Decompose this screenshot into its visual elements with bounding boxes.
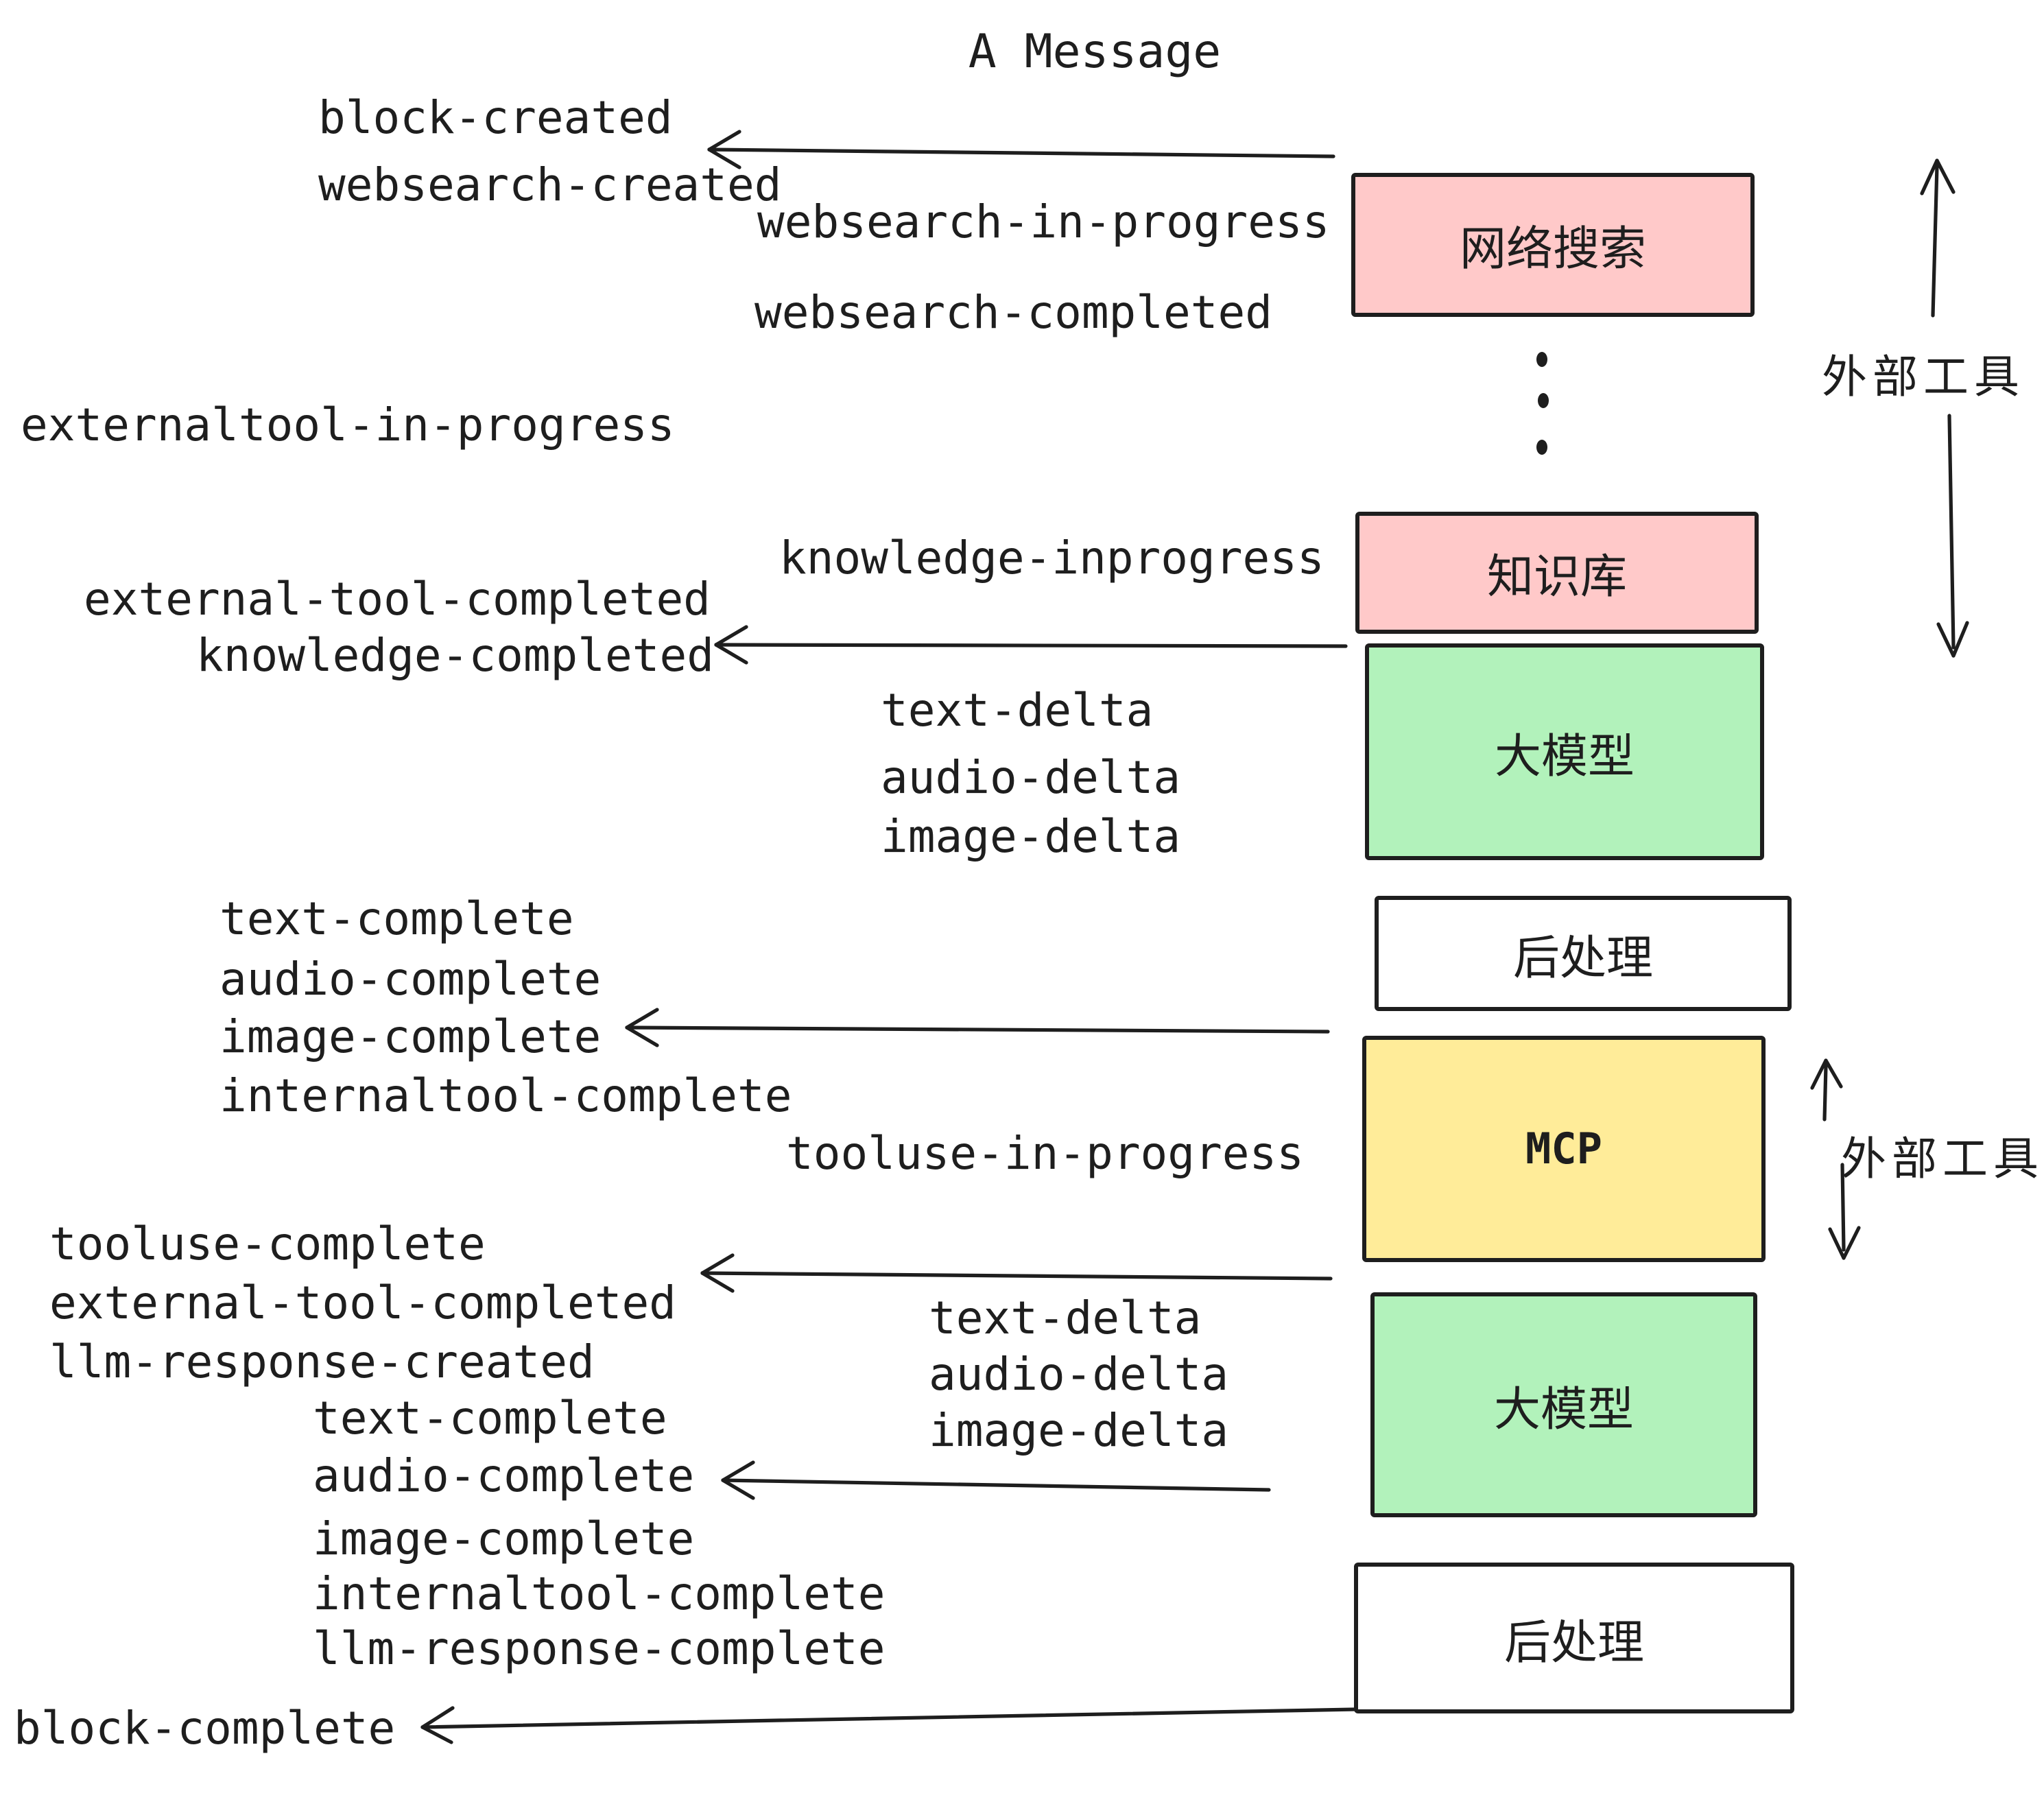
event-label-tooluse-in-progress: tooluse-in-progress — [786, 1126, 1304, 1180]
arrow-audio-complete — [721, 1460, 1271, 1500]
arrow-block-complete — [420, 1706, 1357, 1744]
double-arrow-external-tools-mid-up — [1810, 1058, 1843, 1121]
arrow-knowledge-completed — [714, 625, 1348, 665]
box-llm-2-label: 大模型 — [1494, 1382, 1634, 1437]
arrow-websearch-created — [707, 130, 1335, 169]
ellipsis-dots — [1536, 352, 1549, 455]
box-knowledge-label: 知识库 — [1487, 550, 1627, 605]
box-knowledge: 知识库 — [1355, 512, 1759, 634]
event-label-image-delta-2: image-delta — [929, 1403, 1229, 1457]
box-websearch-label: 网络搜索 — [1460, 222, 1646, 277]
event-label-block-complete: block-complete — [14, 1701, 396, 1755]
box-mcp: MCP — [1362, 1036, 1766, 1262]
event-label-text-complete-2: text-complete — [313, 1391, 667, 1445]
event-label-tooluse-complete: tooluse-complete — [49, 1217, 486, 1270]
box-llm-1-label: 大模型 — [1495, 729, 1635, 784]
arrow-image-complete — [625, 1008, 1330, 1047]
event-label-image-delta: image-delta — [881, 809, 1181, 863]
event-label-websearch-in-progress: websearch-in-progress — [757, 195, 1330, 248]
side-label-external-tools-mid: 外部工具 — [1841, 1132, 2044, 1185]
event-label-text-delta: text-delta — [881, 683, 1154, 737]
event-label-knowledge-inprogress: knowledge-inprogress — [779, 531, 1324, 584]
event-label-external-tool-completed-2: external-tool-completed — [49, 1276, 676, 1329]
event-label-audio-complete-2: audio-complete — [313, 1449, 695, 1502]
box-postprocess-2-label: 后处理 — [1504, 1615, 1644, 1670]
event-label-knowledge-completed: knowledge-completed — [196, 628, 714, 682]
event-label-external-tool-completed: external-tool-completed — [84, 572, 711, 626]
box-postprocess-1: 后处理 — [1375, 896, 1792, 1011]
box-llm-2: 大模型 — [1370, 1292, 1757, 1517]
side-label-external-tools-top: 外部工具 — [1822, 350, 2025, 403]
event-label-image-complete-2: image-complete — [313, 1512, 695, 1565]
diagram-title: A Message — [968, 25, 1222, 80]
event-label-websearch-created: websearch-created — [318, 158, 782, 211]
box-llm-1: 大模型 — [1365, 643, 1764, 860]
box-websearch: 网络搜索 — [1351, 173, 1755, 317]
event-label-llm-response-complete: llm-response-complete — [313, 1622, 886, 1675]
double-arrow-external-tools-top-up — [1920, 158, 1956, 318]
event-label-websearch-completed: websearch-completed — [754, 285, 1272, 339]
event-label-text-delta-2: text-delta — [929, 1291, 1202, 1344]
box-postprocess-1-label: 后处理 — [1513, 931, 1653, 986]
event-label-image-complete: image-complete — [219, 1010, 602, 1063]
box-mcp-label: MCP — [1525, 1124, 1602, 1174]
box-postprocess-2: 后处理 — [1354, 1563, 1794, 1713]
double-arrow-external-tools-top-down — [1936, 414, 1969, 658]
event-label-internaltool-complete-2: internaltool-complete — [313, 1567, 886, 1620]
event-label-audio-delta: audio-delta — [881, 750, 1181, 804]
arrow-tooluse-complete — [700, 1253, 1333, 1293]
event-label-audio-complete: audio-complete — [219, 952, 602, 1006]
event-label-internaltool-complete: internaltool-complete — [219, 1069, 792, 1122]
event-label-llm-response-created: llm-response-created — [49, 1335, 595, 1388]
event-label-block-created: block-created — [318, 91, 673, 144]
event-label-audio-delta-2: audio-delta — [929, 1347, 1229, 1401]
event-label-text-complete: text-complete — [219, 892, 574, 945]
event-label-externaltool-in-progress: externaltool-in-progress — [21, 398, 675, 451]
